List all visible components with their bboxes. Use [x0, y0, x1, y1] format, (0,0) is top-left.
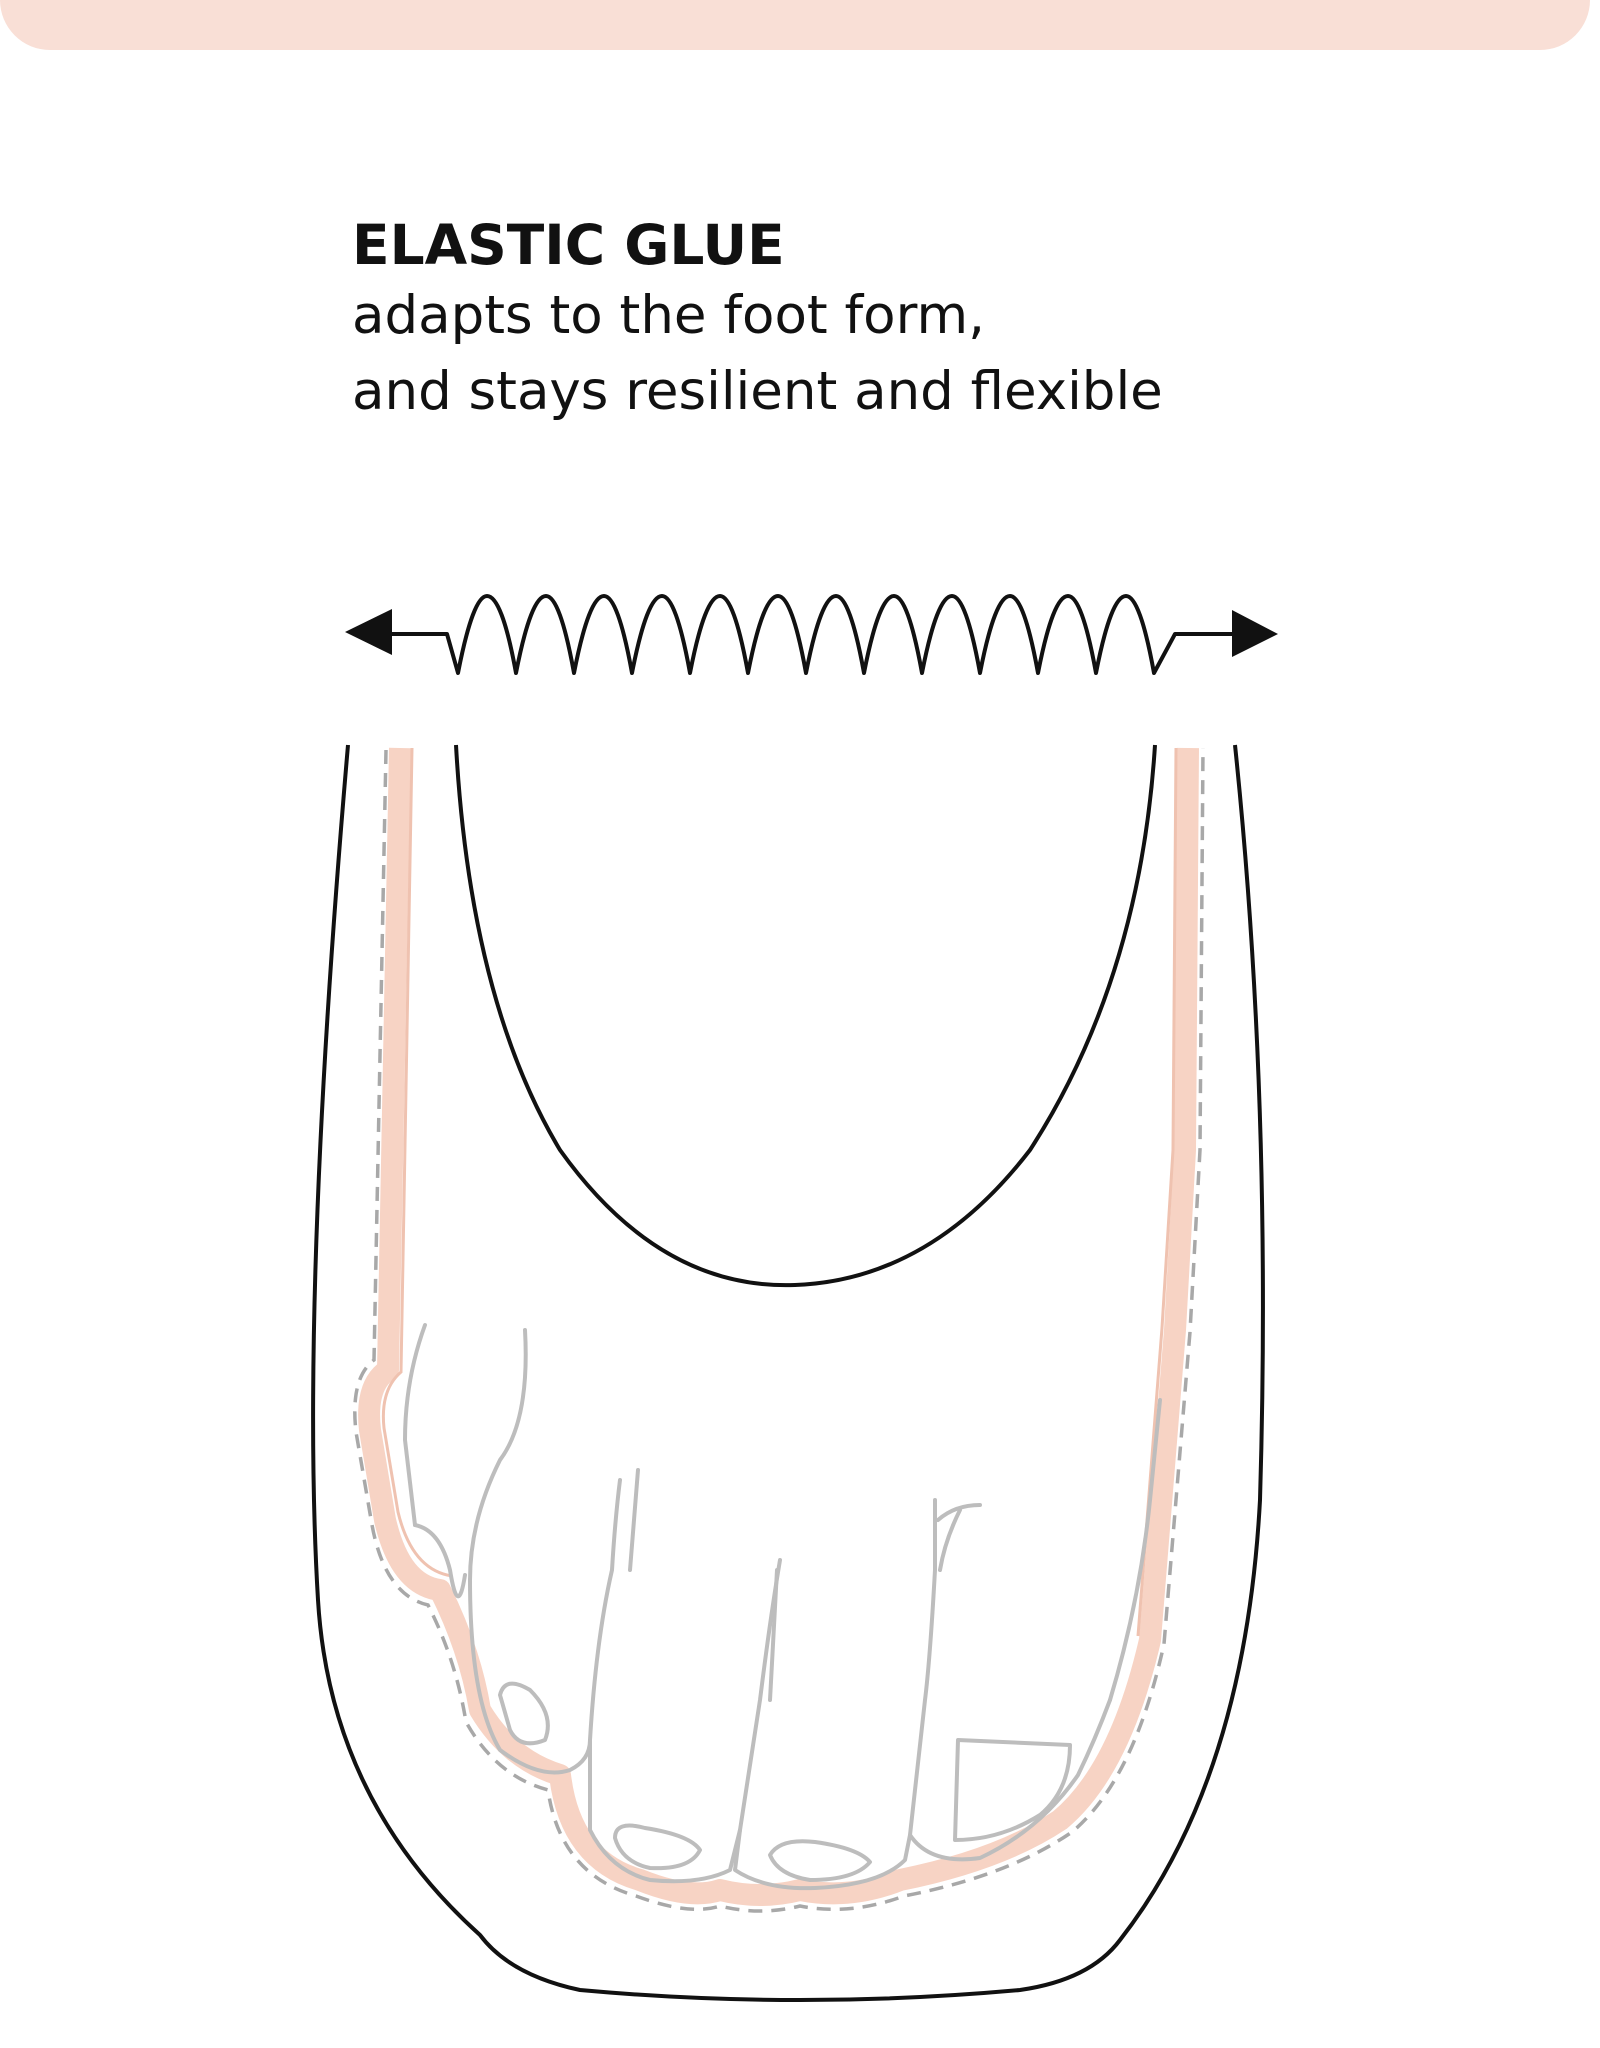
toenail-fourth: [498, 1681, 550, 1746]
third-toe: [588, 1478, 742, 1884]
big-toe-crease: [936, 1503, 982, 1522]
top-accent-band: [0, 0, 1590, 50]
caption-block: ELASTIC GLUE adapts to the foot form, an…: [352, 212, 1452, 430]
second-toe-crease: [768, 1568, 779, 1702]
arrowhead-left-icon: [345, 609, 392, 655]
shoe-outer-outline: [311, 744, 1265, 2002]
shoe-vamp-opening: [454, 744, 1157, 1288]
foot-outline: [403, 1323, 1162, 1891]
glue-dashed-line: [353, 747, 1205, 1913]
toenail-big: [953, 1738, 1072, 1842]
foot-left-edge: [403, 1323, 427, 1527]
toenail-second: [768, 1839, 872, 1882]
stretch-arrow-icon: [345, 594, 1278, 675]
caption-title: ELASTIC GLUE: [352, 213, 785, 277]
glue-layer: [358, 747, 1199, 1906]
little-toe: [413, 1523, 467, 1599]
arrowhead-right-icon: [1232, 610, 1278, 657]
toenail-third: [613, 1823, 702, 1871]
foot-right-edge: [1108, 1398, 1162, 1702]
big-toe-side: [938, 1508, 962, 1572]
glue-inner-edge: [381, 747, 1178, 1637]
caption-line-2: and stays resilient and flexible: [352, 361, 1163, 422]
fourth-toe: [468, 1578, 592, 1775]
second-toe: [733, 1558, 912, 1891]
caption-line-1: adapts to the foot form,: [352, 285, 985, 346]
third-toe-crease: [628, 1468, 640, 1572]
foot-ridge: [468, 1328, 528, 1582]
big-toe: [908, 1498, 1112, 1862]
spring-zigzag-icon: [390, 594, 1234, 675]
